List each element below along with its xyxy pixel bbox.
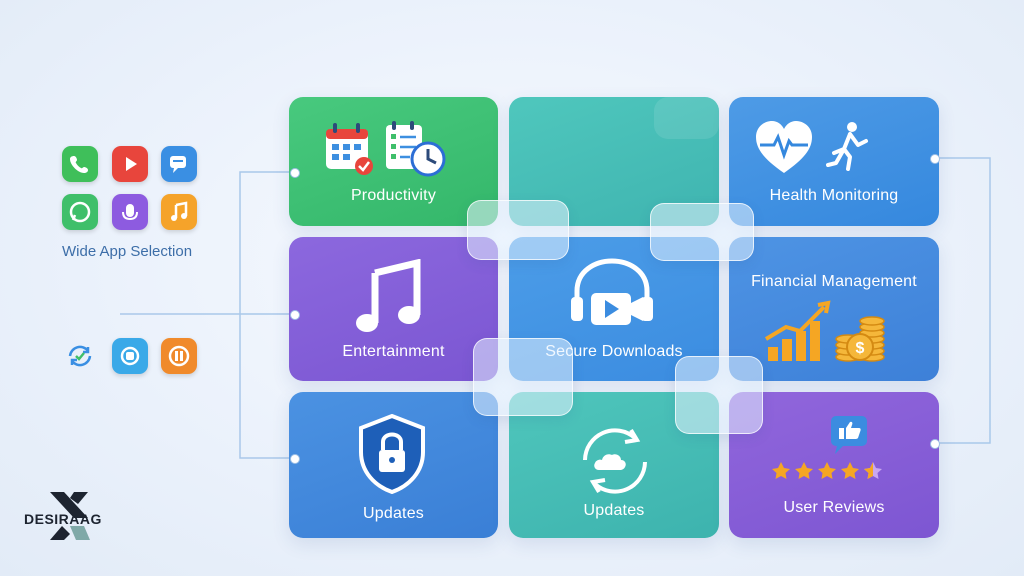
glass-connector xyxy=(675,356,763,434)
connector-dot xyxy=(930,439,940,449)
health-tile[interactable]: Health Monitoring xyxy=(729,97,939,226)
glass-connector xyxy=(650,203,754,261)
thumbs-up-stars-icon xyxy=(772,416,882,479)
glass-connector xyxy=(473,338,573,416)
phone-icon xyxy=(70,156,88,173)
glass-connector xyxy=(467,200,569,260)
logo-text: DESIRAAG xyxy=(24,511,102,527)
connector-dot xyxy=(290,168,300,178)
updates-cloud-label: Updates xyxy=(583,502,645,519)
connector-dot xyxy=(290,454,300,464)
podcasts-icon xyxy=(122,204,138,221)
sync-icon xyxy=(68,345,92,367)
secure-downloads-label: Secure Downloads xyxy=(545,343,683,360)
health-label: Health Monitoring xyxy=(769,187,899,204)
user-reviews-tile[interactable]: User Reviews xyxy=(729,392,939,538)
logo-mark-icon xyxy=(50,492,90,540)
chat-app-icon[interactable] xyxy=(161,146,197,182)
connector-dot xyxy=(930,154,940,164)
messaging-app-icon[interactable] xyxy=(62,194,98,230)
productivity-label: Productivity xyxy=(350,187,437,204)
chat-icon xyxy=(170,156,186,173)
bar-chart-coins-icon: $ xyxy=(764,300,885,362)
phone-app-icon[interactable] xyxy=(62,146,98,182)
app-selection-label: Wide App Selection xyxy=(62,243,193,260)
user-reviews-label: User Reviews xyxy=(783,499,885,516)
shield-lock-icon xyxy=(359,414,425,494)
financial-label: Financial Management xyxy=(751,273,917,290)
headset-icon xyxy=(120,346,140,366)
calendar-icon xyxy=(326,121,446,177)
podcast-app-icon[interactable] xyxy=(112,194,148,230)
sync-app-icon[interactable] xyxy=(62,338,98,374)
music-note-icon xyxy=(171,201,188,221)
music-note-icon xyxy=(356,259,421,332)
financial-tile[interactable]: Financial Management $ xyxy=(729,237,939,381)
entertainment-tile[interactable]: Entertainment xyxy=(289,237,498,381)
support-app-icon[interactable] xyxy=(112,338,148,374)
connector-dot xyxy=(290,310,300,320)
svg-text:$: $ xyxy=(856,340,865,357)
cloud-sync-icon xyxy=(583,428,647,494)
updates-security-tile[interactable]: Updates xyxy=(289,392,498,538)
entertainment-label: Entertainment xyxy=(342,343,445,360)
tile-shine xyxy=(654,97,719,139)
play-icon xyxy=(126,157,137,171)
headphones-video-icon xyxy=(571,258,653,325)
productivity-tile[interactable]: Productivity xyxy=(289,97,498,226)
music-app-icon[interactable] xyxy=(161,194,197,230)
updates-security-label: Updates xyxy=(363,505,424,522)
heart-runner-icon xyxy=(756,121,868,173)
video-app-icon[interactable] xyxy=(112,146,148,182)
pause-icon xyxy=(168,345,190,367)
whatsapp-icon xyxy=(69,201,91,223)
media-app-icon[interactable] xyxy=(161,338,197,374)
